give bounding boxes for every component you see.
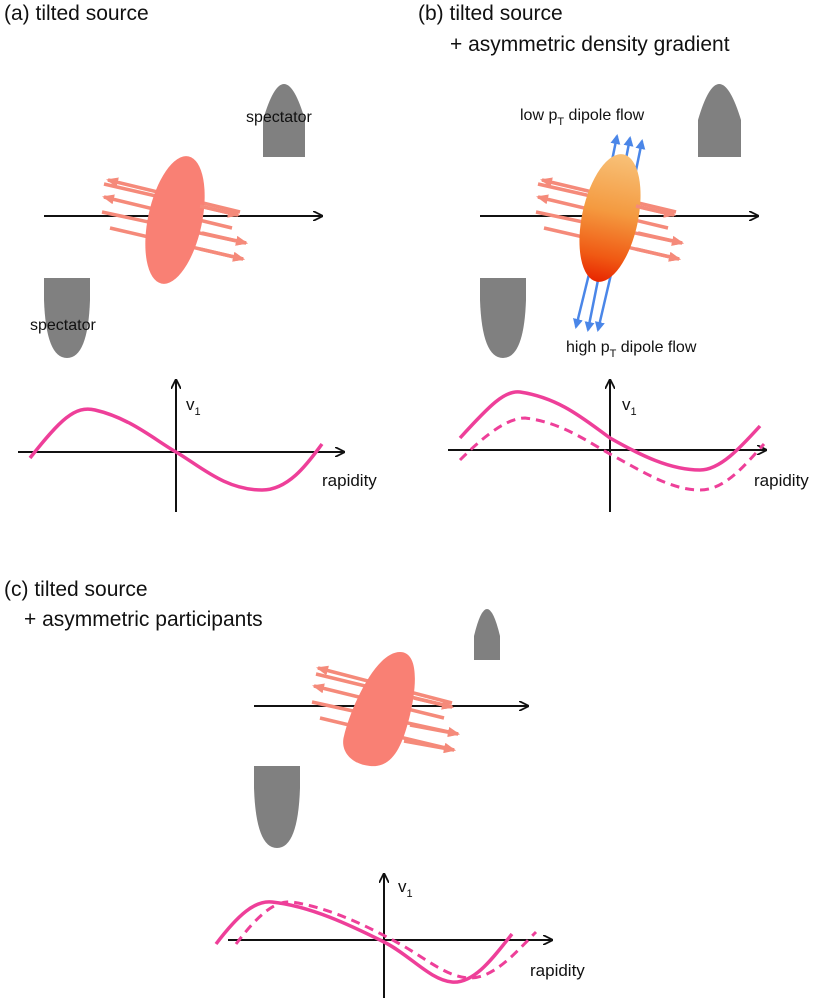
- panel-b-title-line1: (b) tilted source: [418, 2, 563, 25]
- spectator-bottom-shape-b: [480, 278, 526, 358]
- spectator-top-label: spectator: [246, 109, 312, 126]
- panel-a: (a) tilted source spectator spectator v1…: [4, 2, 377, 512]
- plot-c-v1-curve-solid: [214, 900, 514, 984]
- plot-b-y-label: v1: [622, 395, 637, 418]
- plot-c-x-label: rapidity: [530, 961, 585, 980]
- plot-c-v1-curve-dashed: [234, 900, 538, 980]
- tilted-source-gradient: [579, 154, 641, 282]
- spectator-top-shape-b: [698, 84, 741, 157]
- plot-b-v1-curve-solid: [458, 390, 762, 472]
- panel-a-title: (a) tilted source: [4, 2, 149, 25]
- spectator-bottom-label: spectator: [30, 317, 96, 334]
- plot-b-v1-curve-dashed: [458, 416, 766, 492]
- panel-c: (c) tilted source + asymmetric participa…: [4, 578, 585, 998]
- spectator-top-shape-c: [474, 609, 500, 660]
- spectator-bottom-shape: [44, 278, 90, 358]
- plot-c-y-label: v1: [398, 877, 413, 900]
- panel-c-title-line1: (c) tilted source: [4, 578, 148, 601]
- plot-a-x-label: rapidity: [322, 471, 377, 490]
- plot-b-x-label: rapidity: [754, 471, 809, 490]
- asymmetric-source: [343, 652, 415, 767]
- low-pt-dipole-label: low pT dipole flow: [520, 107, 645, 128]
- tilted-source: [145, 156, 205, 284]
- plot-a-v1-curve: [28, 407, 324, 492]
- panel-b-title-line2: + asymmetric density gradient: [450, 33, 730, 56]
- plot-a-y-label: v1: [186, 395, 201, 418]
- panel-c-title-line2: + asymmetric participants: [24, 608, 263, 631]
- panel-b: (b) tilted source + asymmetric density g…: [418, 2, 809, 512]
- high-pt-dipole-label: high pT dipole flow: [566, 339, 697, 360]
- spectator-bottom-shape-c: [254, 766, 300, 848]
- spectator-top-shape: [263, 84, 305, 157]
